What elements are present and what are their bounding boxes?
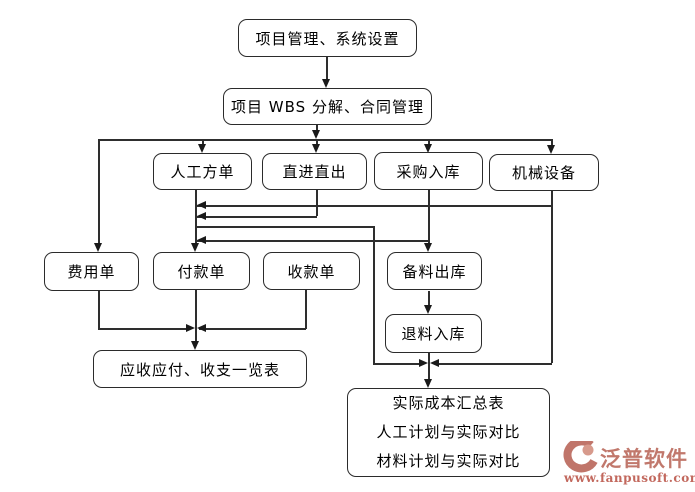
arrowhead <box>419 359 428 368</box>
fanpu-logo-icon <box>563 441 598 473</box>
fanpu-url-text: www.fanpusoft.com <box>564 471 695 485</box>
arrowhead <box>547 145 556 154</box>
arrowhead <box>312 144 321 153</box>
connector-line <box>98 139 100 245</box>
node-label: 费用单 <box>67 263 116 281</box>
arrowhead <box>424 243 433 252</box>
node-wbs-contract: 项目 WBS 分解、合同管理 <box>223 88 432 125</box>
connector-line <box>98 291 100 329</box>
node-labor-sheet: 人工方单 <box>153 153 252 190</box>
connector-line <box>195 290 197 343</box>
connector-line <box>305 290 307 329</box>
arrowhead <box>196 236 206 245</box>
connector-line <box>98 139 551 141</box>
connector-line <box>316 190 318 216</box>
connector-line <box>316 125 318 133</box>
node-label: 项目 WBS 分解、合同管理 <box>231 98 424 116</box>
arrowhead <box>196 201 206 210</box>
connector-line <box>202 139 204 146</box>
arrowhead <box>312 130 321 139</box>
connector-line <box>373 363 419 365</box>
fanpu-watermark: 泛普软件 www.fanpusoft.com <box>560 441 695 485</box>
connector-line <box>195 190 197 245</box>
arrowhead <box>424 144 433 153</box>
connector-line <box>316 139 318 146</box>
connector-line <box>199 328 306 330</box>
connector-line <box>326 57 328 82</box>
node-material-outbound: 备料出库 <box>387 252 482 290</box>
arrowhead <box>322 79 331 88</box>
node-label-line: 实际成本汇总表 <box>392 394 505 412</box>
node-label: 直进直出 <box>282 163 347 181</box>
node-label: 采购入库 <box>396 162 461 181</box>
node-project-settings: 项目管理、系统设置 <box>238 19 417 57</box>
connector-line <box>428 139 430 146</box>
connector-line <box>195 240 429 242</box>
arrowhead <box>198 144 207 153</box>
arrowhead <box>191 341 200 350</box>
arrowhead <box>196 324 206 333</box>
arrowhead <box>424 305 433 314</box>
node-label: 项目管理、系统设置 <box>255 29 400 48</box>
node-label: 收款单 <box>287 262 336 281</box>
connector-line <box>195 226 374 228</box>
connector-line <box>373 226 375 364</box>
node-machinery-equipment: 机械设备 <box>489 154 599 191</box>
node-label: 付款单 <box>177 262 226 281</box>
node-label-line: 人工计划与实际对比 <box>376 423 521 441</box>
node-purchase-inbound: 采购入库 <box>374 152 483 190</box>
connector-line <box>551 139 553 147</box>
node-material-return-inbound: 退料入库 <box>385 314 482 353</box>
node-direct-in-out: 直进直出 <box>262 153 367 190</box>
connector-line <box>428 190 430 245</box>
connector-line <box>428 291 430 307</box>
arrowhead <box>196 212 206 221</box>
node-receipt-sheet: 收款单 <box>263 252 360 290</box>
fanpu-logo-row: 泛普软件 <box>560 441 694 474</box>
arrowhead <box>424 379 433 388</box>
node-label: 机械设备 <box>511 164 576 182</box>
node-payment-sheet: 付款单 <box>153 252 250 290</box>
node-label: 退料入库 <box>401 325 466 343</box>
connector-line <box>98 328 186 330</box>
node-label: 人工方单 <box>170 163 235 181</box>
arrowhead <box>94 243 103 252</box>
connector-line <box>436 363 552 365</box>
node-ar-ap-summary: 应收应付、收支一览表 <box>93 350 307 388</box>
connector-line <box>195 216 317 218</box>
node-label-line: 材料计划与实际对比 <box>376 452 521 470</box>
fanpu-brand-text: 泛普软件 <box>600 446 688 471</box>
arrowhead <box>186 324 195 333</box>
connector-line <box>428 353 430 380</box>
arrowhead <box>191 243 200 252</box>
connector-line <box>195 205 551 207</box>
connector-line <box>551 191 553 363</box>
node-label: 备料出库 <box>402 262 467 281</box>
arrowhead <box>429 359 439 368</box>
node-expense-sheet: 费用单 <box>44 252 139 291</box>
node-label: 应收应付、收支一览表 <box>119 360 280 379</box>
node-actual-cost-report: 实际成本汇总表 人工计划与实际对比 材料计划与实际对比 <box>347 388 550 477</box>
